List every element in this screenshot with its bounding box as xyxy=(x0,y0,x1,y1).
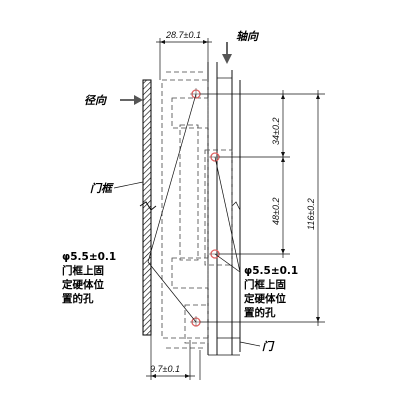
door-frame-section xyxy=(139,79,157,336)
axial-indicator: 轴向 xyxy=(222,30,260,64)
hidden-hardware-outline xyxy=(161,71,233,349)
hole-note-left-line1: 门框上固 xyxy=(62,264,104,277)
hole-note-left: φ5.5±0.1 门框上固 定硬体位 置的孔 xyxy=(61,93,197,323)
dim-width-bottom-label: 9.7±0.1 xyxy=(150,364,180,374)
radial-label: 径向 xyxy=(84,94,108,107)
hole-markers xyxy=(190,88,221,328)
hole-note-right: φ5.5±0.1 门框上固 定硬体位 置的孔 xyxy=(214,156,298,319)
radial-indicator: 径向 xyxy=(84,94,143,107)
dim-spacing-upper-label: 34±0.2 xyxy=(271,118,281,145)
dim-spacing-lower-label: 48±0.2 xyxy=(271,198,281,225)
door-body xyxy=(207,62,241,356)
axial-label: 轴向 xyxy=(236,30,260,43)
door-frame-callout: 门框 xyxy=(90,181,144,195)
hole-note-right-line1: 门框上固 xyxy=(244,278,286,291)
dim-width-top-label: 28.7±0.1 xyxy=(165,30,201,40)
door-callout: 门 xyxy=(239,340,275,353)
hole-note-left-line2: 定硬体位 xyxy=(61,278,104,291)
door-frame-label: 门框 xyxy=(90,182,114,195)
hole-note-left-spec: φ5.5±0.1 xyxy=(62,251,116,263)
hole-note-right-line3: 置的孔 xyxy=(244,306,276,319)
hole-note-right-line2: 定硬体位 xyxy=(243,292,286,305)
dim-overall-height-label: 116±0.2 xyxy=(306,198,316,230)
hole-note-right-spec: φ5.5±0.1 xyxy=(244,265,298,277)
dim-vertical: 34±0.2 48±0.2 116±0.2 xyxy=(200,90,325,326)
dim-width-top: 28.7±0.1 xyxy=(156,30,212,80)
dim-width-bottom: 9.7±0.1 xyxy=(146,335,201,380)
door-label: 门 xyxy=(262,340,275,353)
hole-note-left-line3: 置的孔 xyxy=(62,292,94,305)
